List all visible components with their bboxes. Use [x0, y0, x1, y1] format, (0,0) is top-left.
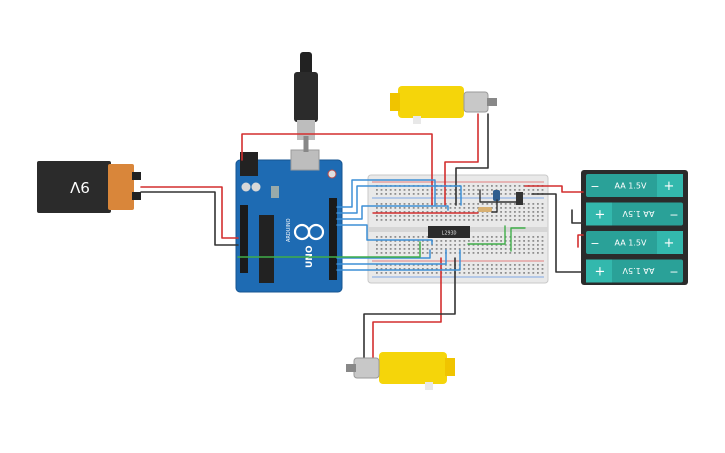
resistor	[478, 207, 492, 212]
capacitor-breadboard	[493, 190, 500, 201]
usb-port	[290, 149, 320, 171]
plus-terminal-label: +	[664, 179, 675, 194]
digital-header	[329, 198, 337, 280]
battery-terminal	[132, 192, 141, 200]
capacitor	[251, 182, 261, 192]
arduino-brand-label: ARDUINO	[286, 218, 292, 242]
wires	[140, 113, 584, 358]
minus-terminal-label: −	[669, 209, 678, 222]
aa-cell-label: AA 1.5V	[622, 209, 654, 218]
reset-button	[327, 169, 337, 179]
minus-terminal-label: −	[669, 266, 678, 279]
battery-terminal	[132, 172, 141, 180]
aa-cell: + − AA 1.5V	[586, 231, 683, 254]
aa-battery-pack: + − AA 1.5V + − AA 1.5V + − AA 1.5V + − AA 1.5V	[581, 170, 688, 285]
top-motor	[390, 86, 497, 124]
plus-terminal-label: +	[664, 236, 675, 251]
aa-cell: + − AA 1.5V	[586, 259, 683, 283]
arduino-logo-icon	[293, 223, 325, 241]
minus-terminal-label: −	[590, 237, 599, 250]
arduino-board: ARDUINO UNO	[235, 149, 343, 293]
voltage-regulator	[271, 186, 279, 198]
bottom-motor	[346, 352, 455, 390]
plus-terminal-label: +	[595, 265, 606, 280]
battery-9v: 9V	[37, 161, 141, 213]
aa-cell-label: AA 1.5V	[615, 239, 647, 248]
aa-cell: + − AA 1.5V	[586, 174, 683, 197]
switch	[516, 192, 523, 205]
battery-9v-label: 9V	[69, 178, 90, 196]
aa-cell: + − AA 1.5V	[586, 202, 683, 226]
capacitor	[241, 182, 251, 192]
power-jack	[240, 152, 258, 176]
usb-plug	[294, 52, 318, 152]
l293d-chip: L293D	[428, 226, 470, 238]
aa-cell-label: AA 1.5V	[615, 182, 647, 191]
l293d-label: L293D	[441, 231, 456, 237]
power-header	[240, 205, 248, 273]
plus-terminal-label: +	[595, 208, 606, 223]
minus-terminal-label: −	[590, 180, 599, 193]
atmega-chip	[259, 215, 274, 283]
aa-cell-label: AA 1.5V	[622, 266, 654, 275]
